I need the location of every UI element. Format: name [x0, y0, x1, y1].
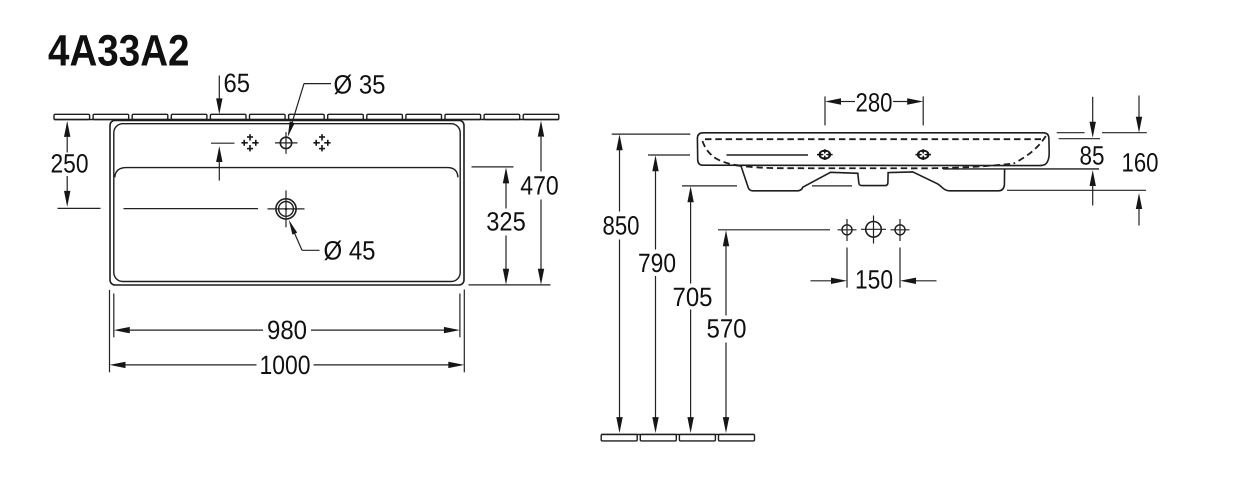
svg-text:250: 250: [51, 148, 89, 178]
svg-text:85: 85: [1080, 141, 1105, 171]
svg-text:160: 160: [1122, 148, 1159, 178]
svg-text:980: 980: [267, 315, 307, 345]
svg-text:470: 470: [520, 170, 559, 200]
svg-text:65: 65: [224, 68, 251, 98]
svg-text:850: 850: [603, 210, 640, 240]
svg-text:150: 150: [855, 265, 893, 295]
svg-text:280: 280: [856, 87, 893, 117]
svg-text:325: 325: [486, 206, 526, 236]
svg-text:790: 790: [638, 248, 676, 278]
svg-text:705: 705: [673, 282, 713, 312]
svg-text:Ø 35: Ø 35: [334, 70, 386, 100]
svg-text:1000: 1000: [260, 350, 311, 380]
svg-text:4A33A2: 4A33A2: [48, 27, 190, 76]
svg-text:Ø 45: Ø 45: [324, 236, 376, 266]
svg-text:570: 570: [707, 313, 747, 343]
